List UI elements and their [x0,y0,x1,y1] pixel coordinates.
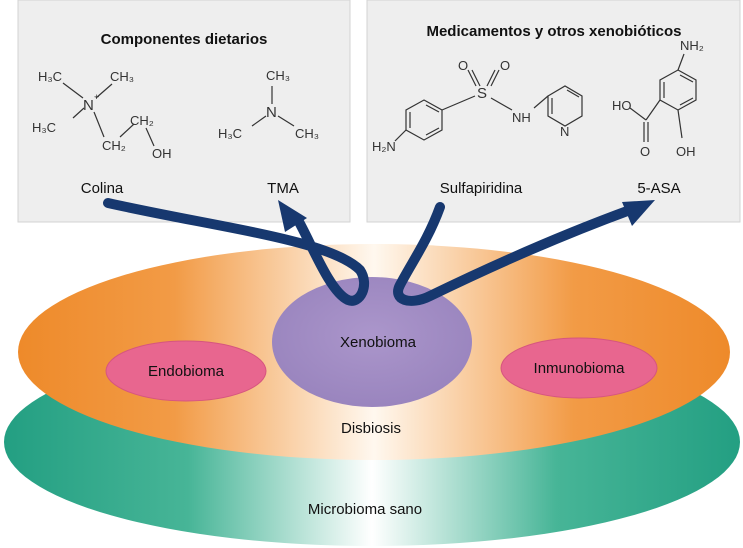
healthy-microbiome-label: Microbioma sano [308,501,422,518]
colina-charge: + [94,92,99,102]
sulfapiridina-amine: H₂N [372,139,396,154]
dysbiosis-label: Disbiosis [341,420,401,437]
sulfapiridina-ring-n: N [560,124,569,139]
colina-nitrogen: N [83,97,94,114]
xenobiome-node [272,277,472,407]
endobiome-node [105,340,267,402]
colina-ch2-1: CH₂ [102,138,126,153]
tma-structure [251,86,295,127]
arrow-sulfapiridina-to-5-asa [393,202,635,306]
asa-carbonyl-o: O [640,144,650,159]
tma-nitrogen: N [266,104,277,121]
compound-tma: TMA [267,180,299,197]
asa-ho: HO [612,98,632,113]
sulfapiridina-oxygen-2: O [500,58,510,73]
dietary-panel [17,0,351,223]
endobiome-label: Endobioma [148,363,225,380]
asa-structure [629,53,697,142]
tma-methyl-top: CH₃ [266,68,290,83]
colina-ch2-2: CH₂ [130,113,154,128]
asa-oh: OH [676,144,696,159]
colina-structure [62,82,155,147]
sulfapiridina-sulfur: S [477,85,487,102]
tma-methyl-right: CH₃ [295,126,319,141]
compound-colina: Colina [81,180,124,197]
immunobiome-node [500,337,658,399]
sulfapiridina-nh: NH [512,110,531,125]
colina-methyl-1: H₃C [38,69,62,84]
colina-methyl-2: CH₃ [110,69,134,84]
compound-5-asa: 5-ASA [637,180,680,197]
xenobiome-label: Xenobioma [340,334,417,351]
asa-amine: NH₂ [680,38,704,53]
arrow-head-5-asa [622,200,655,226]
arrow-colina-to-tma [103,198,370,306]
tma-methyl-left: H₃C [218,126,242,141]
sulfapiridina-structure [394,69,583,142]
sulfapiridina-oxygen-1: O [458,58,468,73]
xenobiotic-panel-title: Medicamentos y otros xenobióticos [426,23,681,40]
compound-sulfapiridina: Sulfapiridina [440,180,523,197]
colina-methyl-3: H₃C [32,120,56,135]
immunobiome-label: Inmunobioma [534,360,626,377]
dietary-panel-title: Componentes dietarios [101,31,268,48]
colina-oh: OH [152,146,172,161]
arrow-head-tma [278,200,307,232]
